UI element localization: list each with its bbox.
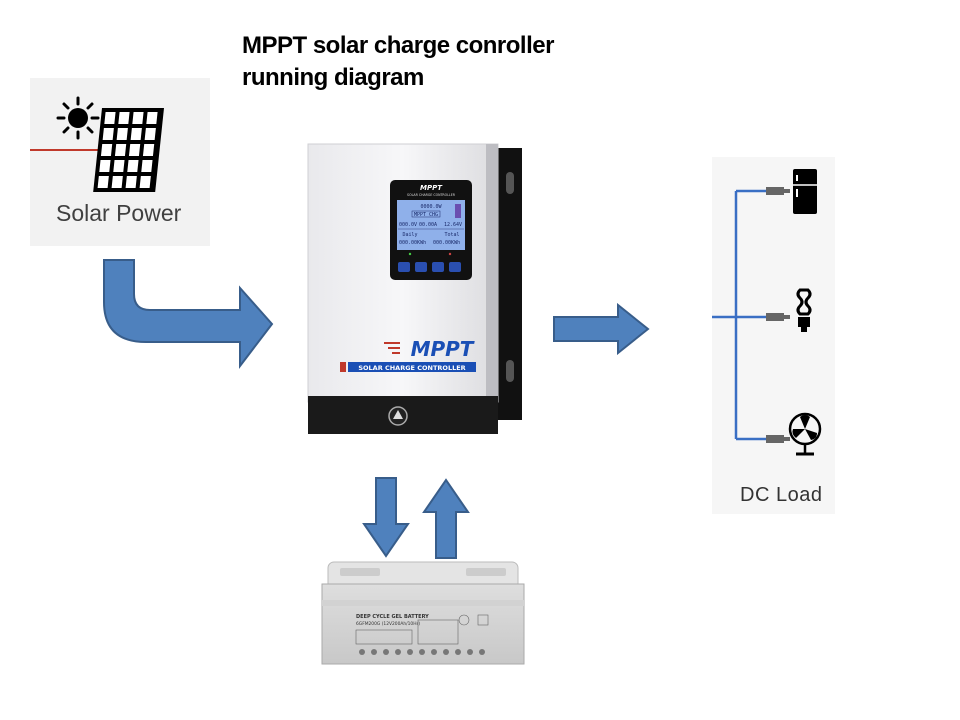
bulb-icon xyxy=(796,288,812,332)
lcd-total-value: 000.00KWh xyxy=(433,240,460,246)
mppt-logo: MPPT xyxy=(411,337,475,361)
lcd-power: 0000.0W xyxy=(420,204,442,210)
lcd-mode: MPPT CHG xyxy=(414,212,438,218)
title-line-1: MPPT solar charge conroller xyxy=(242,32,554,59)
lcd-current: 00.00A xyxy=(419,222,437,228)
discharge-up-arrow xyxy=(422,478,470,559)
enter-button[interactable] xyxy=(449,262,461,272)
refrigerator-icon xyxy=(793,169,817,214)
dc-load-wiring xyxy=(712,169,822,456)
down-button[interactable] xyxy=(432,262,444,272)
lcd-pv-voltage: 000.0V xyxy=(399,222,417,228)
diagram-title: MPPT solar charge conroller running diag… xyxy=(242,30,554,94)
battery-model-text: 6GFM200G (12V200Ah/10Hr) xyxy=(356,621,420,627)
controller-to-load-arrow xyxy=(553,303,650,355)
solar-to-controller-arrow xyxy=(103,259,274,369)
dc-load-label: DC Load xyxy=(740,484,823,506)
up-button[interactable] xyxy=(415,262,427,272)
lcd-battery-voltage: 12.64V xyxy=(444,222,462,228)
mppt-controller-device: MPPT SOLAR CHARGE CONTROLLER 0000.0W MPP… xyxy=(307,143,522,434)
battery-charge-discharge-arrows xyxy=(362,477,470,559)
sun-icon xyxy=(56,96,100,140)
solar-panel-icon xyxy=(30,96,164,192)
battery-type-text: DEEP CYCLE GEL BATTERY xyxy=(356,614,429,620)
charge-down-arrow xyxy=(362,477,410,558)
dc-load-panel xyxy=(712,157,835,514)
fan-icon xyxy=(788,412,822,456)
screen-brand: MPPT xyxy=(420,184,443,192)
solar-power-label: Solar Power xyxy=(56,200,182,226)
lcd-daily-value: 000.00KWh xyxy=(399,240,426,246)
menu-button[interactable] xyxy=(398,262,410,272)
gel-battery: DEEP CYCLE GEL BATTERY 6GFM200G (12V200A… xyxy=(321,561,525,665)
lcd-total-label: Total xyxy=(444,232,459,238)
title-line-2: running diagram xyxy=(242,64,424,91)
controller-banner: SOLAR CHARGE CONTROLLER xyxy=(358,364,465,372)
lcd-daily-label: Daily xyxy=(402,232,417,238)
screen-subtitle: SOLAR CHARGE CONTROLLER xyxy=(407,193,456,197)
